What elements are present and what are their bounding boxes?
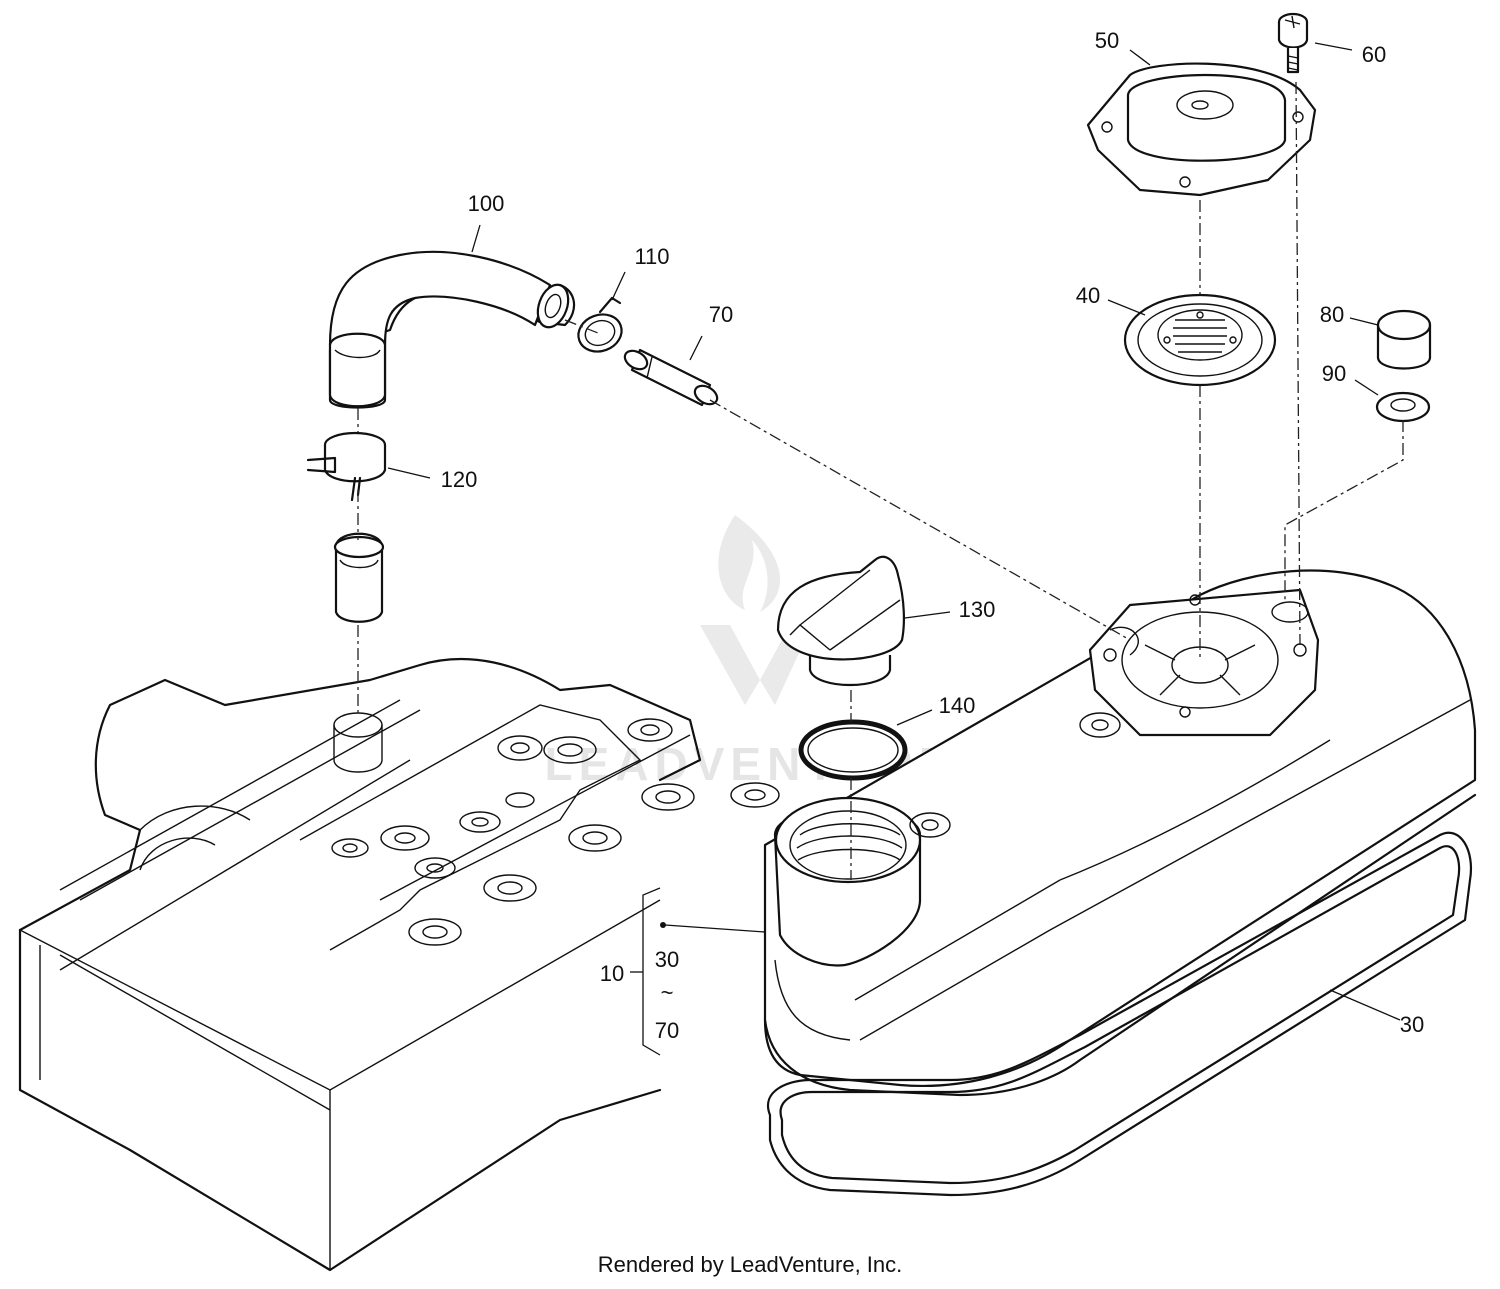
diaphragm bbox=[1123, 293, 1277, 387]
hose-clamp-small bbox=[577, 296, 623, 353]
oil-filler-neck bbox=[773, 796, 951, 967]
callout-130: 130 bbox=[959, 597, 996, 622]
callout-140: 140 bbox=[939, 693, 976, 718]
callout-70: 70 bbox=[709, 302, 733, 327]
callout-60: 60 bbox=[1362, 42, 1386, 67]
breather-nipple bbox=[333, 532, 385, 623]
head-stud-bosses bbox=[331, 712, 780, 946]
o-ring bbox=[798, 719, 908, 781]
callout-50: 50 bbox=[1095, 28, 1119, 53]
breather-hose bbox=[328, 250, 576, 409]
callout-range-from: 30 bbox=[655, 947, 679, 972]
callout-120: 120 bbox=[441, 467, 478, 492]
hose-clamp-large bbox=[306, 431, 387, 502]
callout-40: 40 bbox=[1076, 283, 1100, 308]
assembly-lines bbox=[357, 81, 1404, 880]
oil-filler-cap bbox=[776, 555, 905, 686]
breather-seat bbox=[1079, 588, 1320, 738]
callout-30: 30 bbox=[1400, 1012, 1424, 1037]
callout-90: 90 bbox=[1322, 361, 1346, 386]
screw bbox=[1277, 12, 1309, 74]
callout-10: 10 bbox=[600, 961, 624, 986]
cap-nut bbox=[1376, 309, 1432, 370]
callouts: 50 60 100 110 70 40 80 90 120 130 140 10… bbox=[441, 28, 1425, 1043]
washer bbox=[1375, 391, 1431, 423]
callout-80: 80 bbox=[1320, 302, 1344, 327]
callout-range-to: 70 bbox=[655, 1018, 679, 1043]
render-credit: Rendered by LeadVenture, Inc. bbox=[597, 1252, 903, 1277]
rocker-arm-cover bbox=[763, 569, 1477, 1097]
callout-110: 110 bbox=[634, 244, 669, 269]
cover-gasket bbox=[766, 831, 1473, 1197]
callout-range-sep: ~ bbox=[661, 980, 674, 1005]
cylinder-head-block bbox=[18, 657, 780, 1272]
leader-lines bbox=[387, 42, 1401, 1056]
breather-pipe bbox=[623, 348, 719, 407]
breather-cover bbox=[1086, 62, 1317, 197]
callout-100: 100 bbox=[468, 191, 505, 216]
